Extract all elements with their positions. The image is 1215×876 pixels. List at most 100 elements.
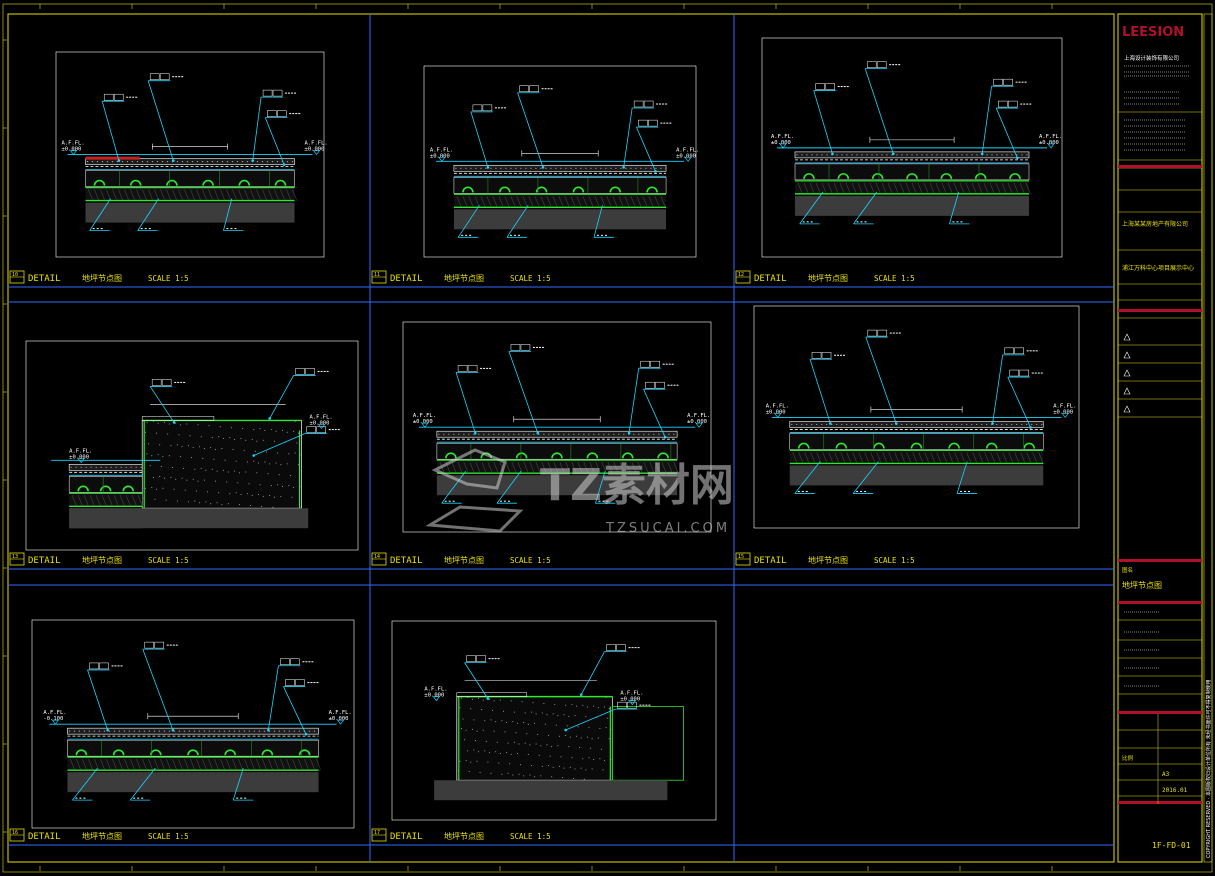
aggregate-dot <box>489 752 490 754</box>
texture-dot <box>906 423 908 426</box>
aggregate-dot <box>281 486 283 487</box>
hatch <box>83 495 89 506</box>
texture-dot <box>653 433 655 435</box>
aggregate-dot <box>529 774 531 776</box>
material-tag <box>520 344 531 351</box>
leader-line <box>149 386 175 423</box>
aggregate-dot <box>256 472 258 474</box>
leader-dot <box>267 728 270 732</box>
hatch <box>887 182 893 193</box>
aggregate-dot <box>253 429 255 430</box>
hatch <box>486 196 492 207</box>
aggregate-dot <box>197 480 199 482</box>
level-value: ±0.000 <box>329 716 349 722</box>
hatch <box>960 452 965 463</box>
aggregate-dot <box>179 424 181 426</box>
texture-dot <box>593 433 595 435</box>
texture-dot <box>806 154 808 156</box>
hatch <box>112 189 117 200</box>
concrete-slab <box>436 475 678 496</box>
aggregate-dot <box>202 457 204 459</box>
texture-dot <box>111 161 114 163</box>
texture-dot <box>523 433 525 435</box>
aggregate-dot <box>599 728 601 729</box>
material-tag <box>997 100 1008 108</box>
hatch <box>905 182 911 193</box>
aggregate-dot <box>240 438 242 439</box>
date-value: 2016.01 <box>1162 787 1188 794</box>
hatch <box>119 495 125 506</box>
texture-dot <box>986 154 988 156</box>
hatch <box>148 189 153 200</box>
texture-dot <box>498 433 500 435</box>
texture-dot <box>605 167 607 169</box>
edge-trim <box>456 692 528 697</box>
texture-dot <box>966 154 968 156</box>
aggregate-dot <box>159 444 161 446</box>
texture-dot <box>530 167 532 169</box>
aggregate-dot <box>492 709 494 711</box>
material-tag <box>267 110 277 117</box>
heating-pipe <box>166 179 178 186</box>
pipe-layer <box>794 163 1030 181</box>
material-tag <box>633 100 644 108</box>
aggregate-dot <box>582 758 584 760</box>
texture-dot <box>151 161 154 163</box>
aggregate-dot <box>586 736 588 738</box>
texture-dot <box>298 730 301 732</box>
heating-pipe <box>261 749 274 756</box>
aggregate-dot <box>523 722 525 723</box>
aggregate-dot <box>498 762 500 764</box>
texture-dot <box>976 423 978 426</box>
texture-dot <box>796 154 798 156</box>
texture-dot <box>216 161 219 163</box>
texture-dot <box>505 167 507 169</box>
aggregate-dot <box>471 728 473 730</box>
hatch <box>541 462 547 473</box>
texture-dot <box>575 167 577 169</box>
aggregate-dot <box>560 756 562 758</box>
texture-dot <box>121 161 124 163</box>
aggregate-dot <box>574 715 576 717</box>
aggregate-dot <box>179 456 181 458</box>
bottom-leader <box>794 461 821 494</box>
aggregate-dot <box>604 706 605 708</box>
texture-dot <box>233 730 236 732</box>
aggregate-dot <box>211 437 213 439</box>
aggregate-dot <box>535 743 537 745</box>
detail-scale: SCALE 1:5 <box>148 556 189 565</box>
leader-line <box>517 92 544 168</box>
material-tag <box>144 641 155 649</box>
material-tag <box>993 78 1003 86</box>
hatch <box>821 182 827 193</box>
level-value: ±0.000 <box>771 140 791 146</box>
texture-dot <box>153 730 156 732</box>
hatch <box>469 462 475 473</box>
material-tag <box>99 662 109 670</box>
leader-dot <box>564 728 567 732</box>
aggregate-dot <box>227 471 229 473</box>
detail-scale: SCALE 1:5 <box>874 274 915 283</box>
afl-label: A.F.FL. <box>329 710 352 716</box>
texture-dot <box>640 167 642 169</box>
material-tag <box>285 679 295 686</box>
insulation-layer <box>795 181 1029 194</box>
material-tag <box>815 83 825 90</box>
aggregate-dot <box>246 461 248 463</box>
material-tag <box>1009 369 1020 377</box>
heating-pipe <box>93 179 106 186</box>
hatch <box>492 196 498 207</box>
hatch <box>654 196 660 207</box>
aggregate-dot <box>485 740 487 742</box>
hatch <box>553 462 559 473</box>
texture-dot <box>93 730 96 732</box>
texture-dot <box>115 466 117 468</box>
texture-dot <box>658 433 660 435</box>
material-tag <box>877 329 888 337</box>
texture-dot <box>126 161 129 163</box>
level-value: ±0.000 <box>69 455 89 461</box>
texture-dot <box>238 730 241 732</box>
aggregate-dot <box>518 743 520 745</box>
material-tag <box>627 701 637 709</box>
texture-dot <box>266 161 269 163</box>
